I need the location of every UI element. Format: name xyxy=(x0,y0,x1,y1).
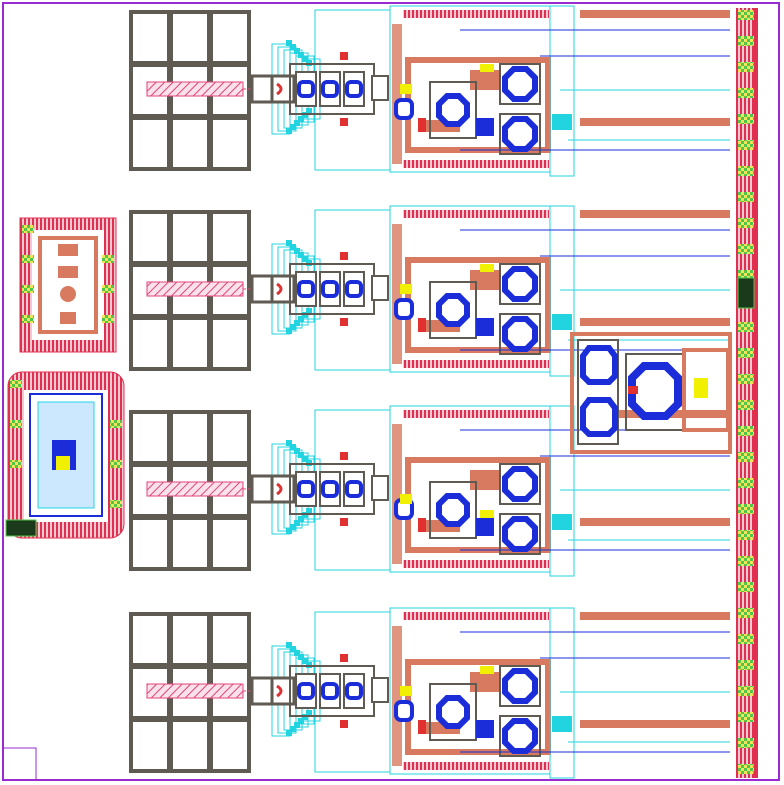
channel-cell-3 xyxy=(129,405,730,577)
amplifier-block xyxy=(389,607,551,775)
rail-pad xyxy=(738,556,754,566)
test-structure-bottom xyxy=(5,371,125,539)
rail-pad xyxy=(738,764,754,774)
test-structure-top xyxy=(19,217,117,353)
rail-pad xyxy=(738,608,754,618)
amplifier-block xyxy=(389,5,551,173)
channel-cell-2 xyxy=(129,205,730,377)
rail-pad xyxy=(738,166,754,176)
rail-pad xyxy=(738,634,754,644)
rail-pad xyxy=(738,478,754,488)
input-device-row xyxy=(250,654,389,728)
rail-pad xyxy=(738,62,754,72)
input-device-row xyxy=(250,252,389,326)
rail-pad xyxy=(738,10,754,20)
rail-pad xyxy=(738,712,754,722)
rail-pad xyxy=(738,400,754,410)
rail-pad xyxy=(738,686,754,696)
rail-pad xyxy=(738,140,754,150)
rail-pad xyxy=(738,426,754,436)
amplifier-block xyxy=(389,405,551,573)
rail-pad xyxy=(738,504,754,514)
rail-pad xyxy=(738,322,754,332)
rail-pad xyxy=(738,660,754,670)
rail-pad xyxy=(738,270,754,280)
rail-pad xyxy=(738,192,754,202)
bias-block xyxy=(570,332,732,454)
rail-pad xyxy=(738,218,754,228)
right-rail-marker xyxy=(737,277,755,309)
rail-pad xyxy=(738,738,754,748)
rail-pad xyxy=(738,530,754,540)
rail-pad xyxy=(738,582,754,592)
amplifier-block xyxy=(389,205,551,373)
rail-pad xyxy=(738,452,754,462)
rail-pad xyxy=(738,348,754,358)
rail-pad xyxy=(738,244,754,254)
die-corner-marker xyxy=(3,747,37,780)
rail-pad xyxy=(738,88,754,98)
rail-pad xyxy=(738,36,754,46)
input-device-row xyxy=(250,452,389,526)
bias-lines xyxy=(460,5,730,177)
bias-lines xyxy=(460,607,730,779)
rail-pad xyxy=(738,374,754,384)
channel-cell-1 xyxy=(129,5,730,177)
rail-pad xyxy=(738,114,754,124)
input-device-row xyxy=(250,52,389,126)
channel-cell-4 xyxy=(129,607,730,779)
